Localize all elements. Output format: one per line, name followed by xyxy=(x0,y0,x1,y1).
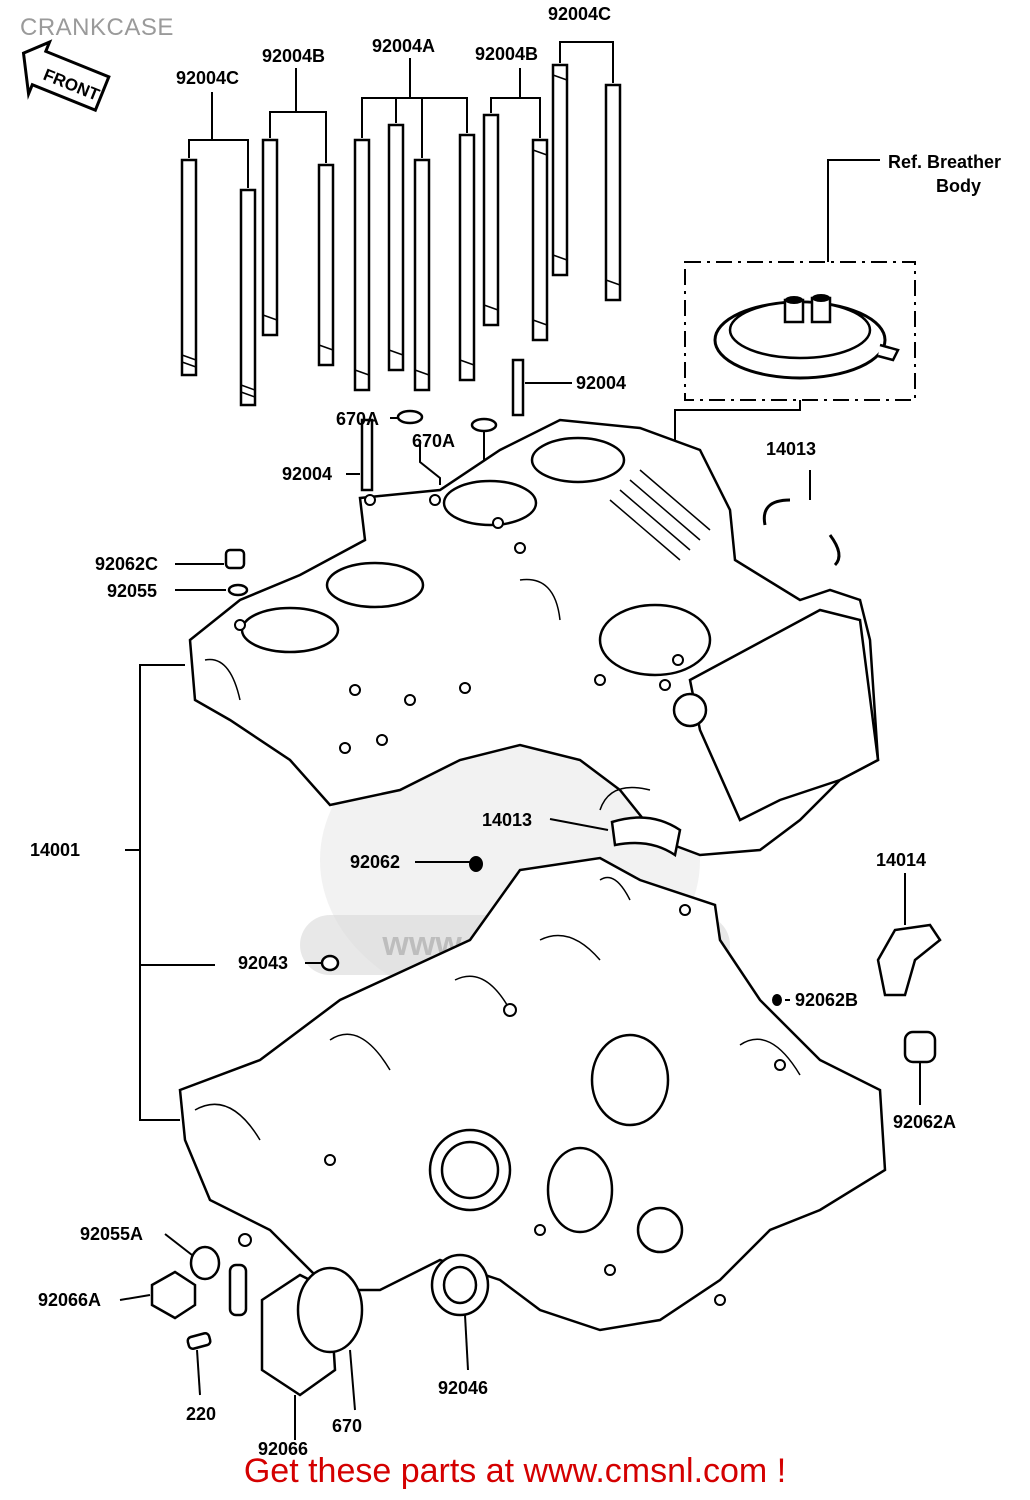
bearing-insert-14013-upper xyxy=(762,498,791,526)
bolt-220 xyxy=(186,1332,212,1350)
label-14014: 14014 xyxy=(876,850,926,870)
o-ring-92055a xyxy=(189,1245,221,1281)
bearing-insert-14013-lower xyxy=(610,816,682,858)
washer-670a-left xyxy=(396,409,424,425)
clip-220-bracket xyxy=(228,1263,248,1317)
label-92043: 92043 xyxy=(238,953,288,973)
label-670: 670 xyxy=(332,1416,362,1436)
lower-crankcase xyxy=(178,856,887,1332)
dowel-92062b xyxy=(772,994,782,1006)
label-92055a: 92055A xyxy=(80,1224,143,1244)
label-92046: 92046 xyxy=(438,1378,488,1398)
plug-92043 xyxy=(320,954,340,972)
label-670a-left: 670A xyxy=(336,409,379,429)
label-92004-upper: 92004 xyxy=(576,373,626,393)
page-title: CRANKCASE xyxy=(20,14,174,41)
callout-leader-lines xyxy=(119,470,921,1440)
label-670a-right: 670A xyxy=(412,431,455,451)
callout-labels: 92004C 92004B 92004A 92004B 92004C 92004… xyxy=(30,4,1001,1459)
label-14013-upper: 14013 xyxy=(766,439,816,459)
washer-670a-right xyxy=(470,417,498,433)
label-92004b-right: 92004B xyxy=(475,44,538,64)
label-92062b: 92062B xyxy=(795,990,858,1010)
plug-92066a xyxy=(150,1270,197,1320)
upper-crankcase xyxy=(188,418,880,857)
front-arrow-badge: FRONT xyxy=(21,39,111,113)
stud-bolts xyxy=(180,63,622,492)
label-92004c-right: 92004C xyxy=(548,4,611,24)
label-92062c: 92062C xyxy=(95,554,158,574)
label-92004-lower: 92004 xyxy=(282,464,332,484)
plate-14014 xyxy=(876,923,942,997)
o-ring-92055 xyxy=(227,583,249,597)
label-92055: 92055 xyxy=(107,581,157,601)
label-92066: 92066 xyxy=(258,1439,308,1459)
label-92062: 92062 xyxy=(350,852,400,872)
label-breather-ref-line1: Ref. Breather xyxy=(888,152,1001,172)
footer-link[interactable]: Get these parts at www.cmsnl.com ! xyxy=(243,1452,787,1490)
label-breather-ref-line2: Body xyxy=(936,176,981,196)
dowel-92062a xyxy=(903,1030,937,1064)
label-92004a: 92004A xyxy=(372,36,435,56)
oil-seal-670 xyxy=(296,1266,364,1354)
stud-bracket-lines xyxy=(188,41,614,485)
label-92066a: 92066A xyxy=(38,1290,101,1310)
label-14001: 14001 xyxy=(30,840,80,860)
label-92004b-left: 92004B xyxy=(262,46,325,66)
dowel-92062c xyxy=(224,548,246,570)
label-220: 220 xyxy=(186,1404,216,1424)
dowel-92062 xyxy=(469,856,483,872)
label-14013-lower: 14013 xyxy=(482,810,532,830)
label-92062a: 92062A xyxy=(893,1112,956,1132)
breather-body-reference xyxy=(674,159,916,660)
label-92004c-left: 92004C xyxy=(176,68,239,88)
